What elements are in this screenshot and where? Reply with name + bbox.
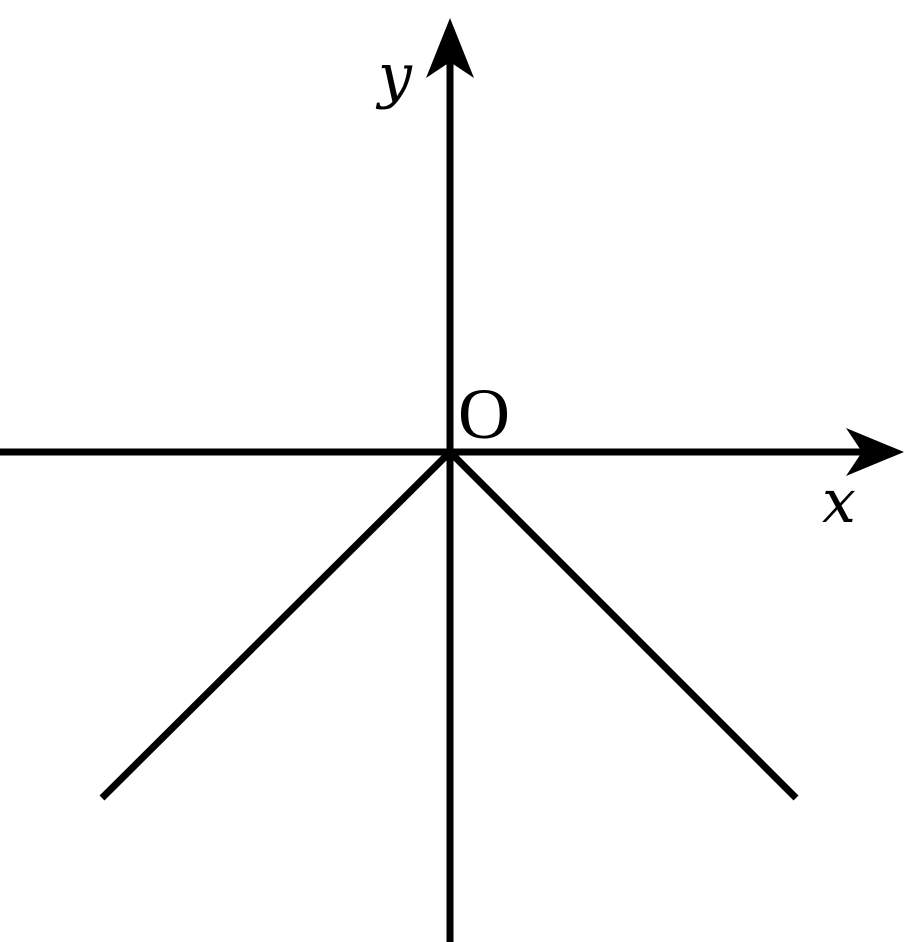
y-axis-arrow-icon: [426, 18, 474, 78]
x-axis-arrow-icon: [846, 428, 904, 476]
graph-right-branch: [447, 449, 799, 801]
x-axis-label: x: [822, 467, 856, 537]
origin-label: O: [458, 374, 510, 454]
graph-left-branch: [99, 449, 453, 801]
y-axis-label: y: [375, 41, 413, 111]
